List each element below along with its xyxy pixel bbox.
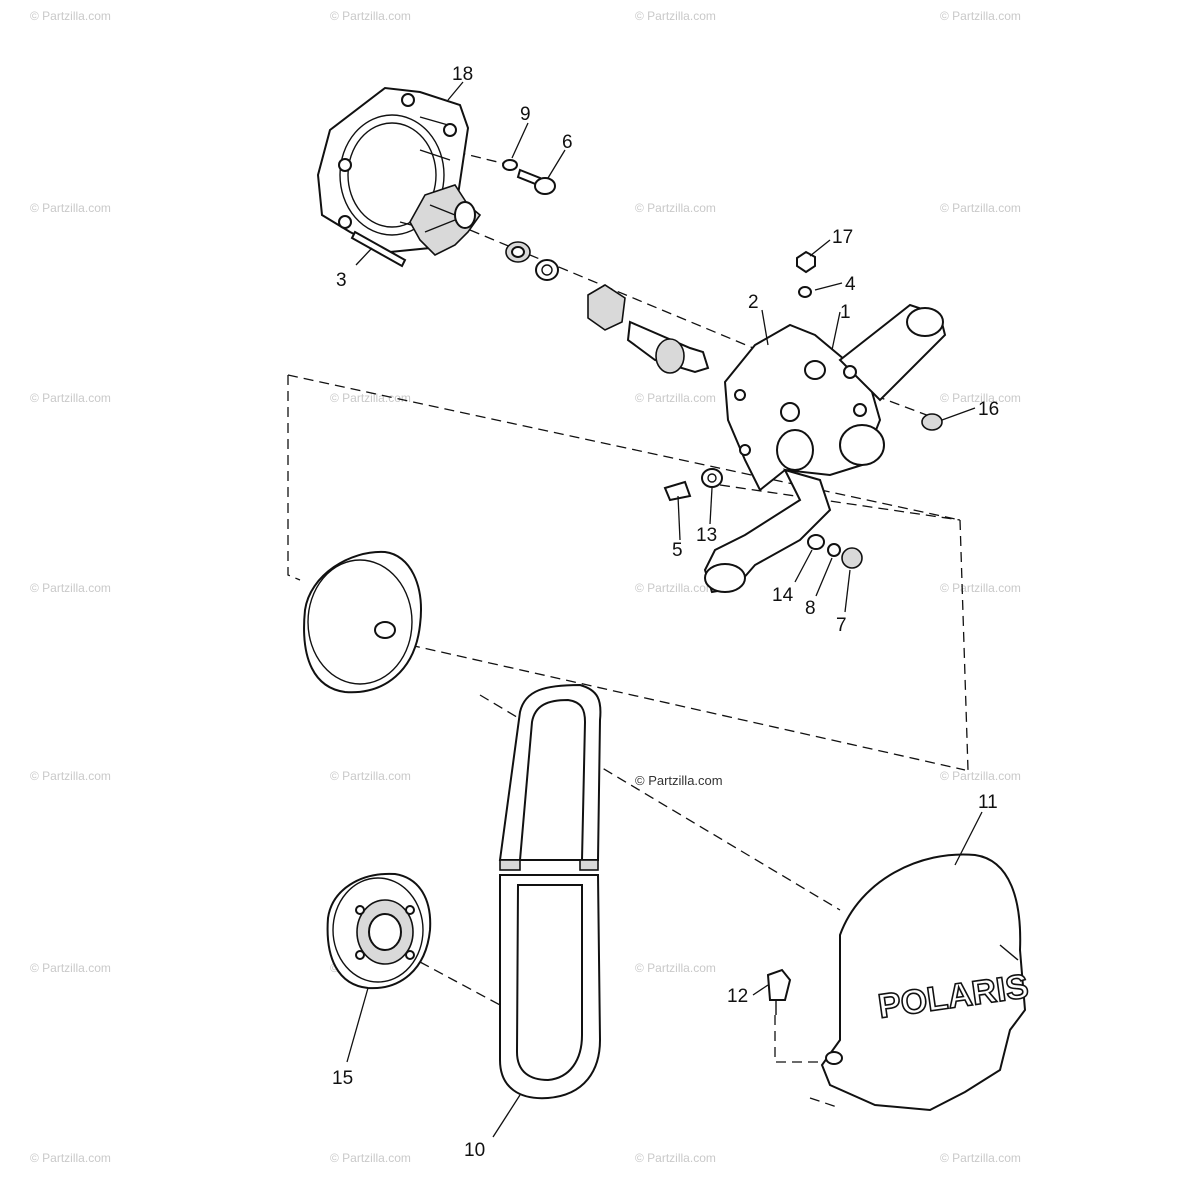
watermark: © Partzilla.com <box>30 9 111 23</box>
watermark: © Partzilla.com <box>635 391 716 405</box>
washer-9 <box>502 159 518 171</box>
watermark: © Partzilla.com <box>30 961 111 975</box>
impeller <box>409 184 482 256</box>
watermark: © Partzilla.com <box>330 391 411 405</box>
watermark: © Partzilla.com <box>635 581 716 595</box>
watermark: © Partzilla.com <box>635 961 716 975</box>
seal-2 <box>535 259 559 281</box>
watermark: © Partzilla.com <box>940 9 1021 23</box>
pump-pulley <box>303 550 422 694</box>
nut-7 <box>841 547 863 569</box>
watermark: © Partzilla.com <box>30 581 111 595</box>
plug-16 <box>921 413 943 431</box>
callout-6: 6 <box>562 132 573 153</box>
stud <box>350 230 407 268</box>
watermark: © Partzilla.com <box>30 201 111 215</box>
bolt-6 <box>516 168 556 195</box>
belt-cover: POLARIS <box>820 853 1032 1112</box>
pump-body <box>703 303 947 594</box>
callout-12: 12 <box>727 986 748 1007</box>
callout-4: 4 <box>845 274 856 295</box>
callout-1: 1 <box>840 302 851 323</box>
bearing <box>587 284 626 331</box>
callout-15: 15 <box>332 1068 353 1089</box>
drive-pulley <box>326 872 432 990</box>
callout-9: 9 <box>520 104 531 125</box>
nut-17 <box>796 250 816 274</box>
watermark: © Partzilla.com <box>940 201 1021 215</box>
watermark: © Partzilla.com <box>940 769 1021 783</box>
callout-14: 14 <box>772 585 794 606</box>
callout-8: 8 <box>805 598 816 619</box>
watermark: © Partzilla.com <box>330 1151 411 1165</box>
washer-13 <box>701 468 723 488</box>
watermark: © Partzilla.com <box>330 769 411 783</box>
callout-11: 11 <box>978 792 998 813</box>
bolt-12 <box>766 968 792 1015</box>
callout-18: 18 <box>452 64 473 85</box>
watermark: © Partzilla.com <box>30 391 111 405</box>
watermark: © Partzilla.com <box>330 9 411 23</box>
watermark: © Partzilla.com <box>30 1151 111 1165</box>
callout-16: 16 <box>978 399 999 420</box>
watermark: © Partzilla.com <box>30 769 111 783</box>
shaft <box>626 320 710 374</box>
bleed-screw-5 <box>663 480 692 502</box>
watermark: © Partzilla.com <box>940 391 1021 405</box>
callout-7: 7 <box>836 615 847 636</box>
drive-belt <box>498 683 602 1100</box>
watermark-grid: © Partzilla.com © Partzilla.com © Partzi… <box>30 9 1021 1165</box>
center-watermark: © Partzilla.com <box>635 773 723 788</box>
seal <box>505 241 531 263</box>
watermark: © Partzilla.com <box>635 1151 716 1165</box>
washer-14 <box>807 534 825 550</box>
watermark: © Partzilla.com <box>940 581 1021 595</box>
callout-13: 13 <box>696 525 717 546</box>
callout-17: 17 <box>832 227 853 248</box>
watermark: © Partzilla.com <box>635 201 716 215</box>
watermark: © Partzilla.com <box>940 1151 1021 1165</box>
watermark: © Partzilla.com <box>635 9 716 23</box>
callout-2: 2 <box>748 292 759 313</box>
callout-10: 10 <box>464 1140 485 1161</box>
callout-3: 3 <box>336 270 347 291</box>
lock-washer-8 <box>827 543 841 557</box>
callouts: 18 9 6 3 17 4 2 1 16 5 13 14 8 7 11 12 1… <box>332 64 999 1161</box>
washer-4 <box>798 286 812 298</box>
callout-5: 5 <box>672 540 683 561</box>
leader-lines <box>346 81 983 1138</box>
